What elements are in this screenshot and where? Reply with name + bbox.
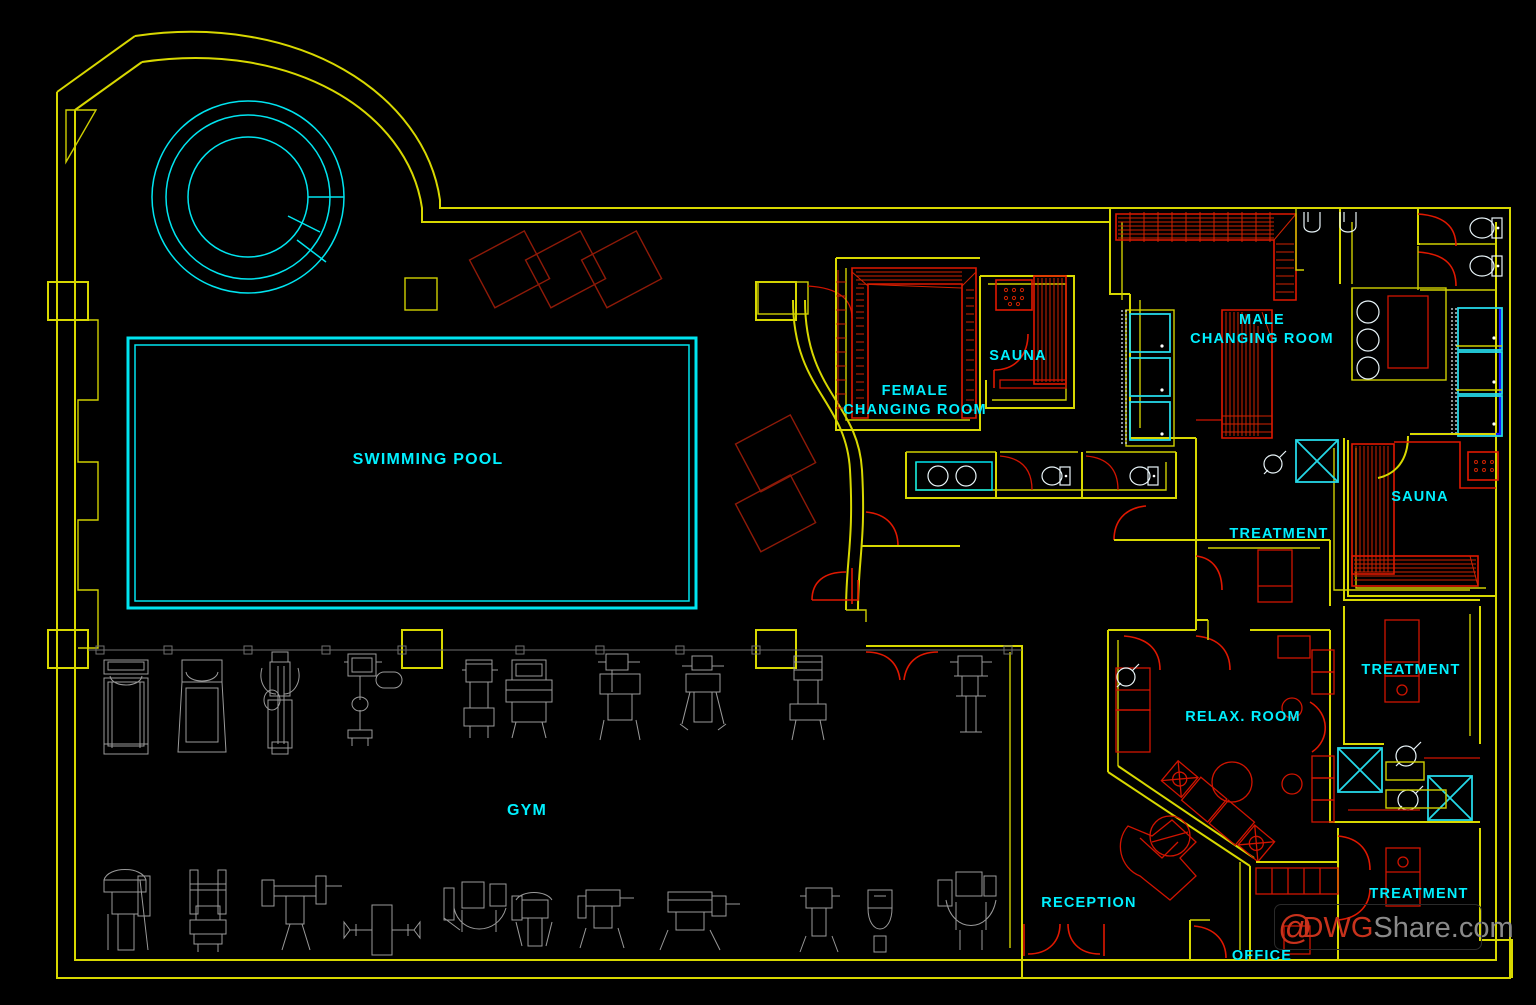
weight-machine-icon (598, 653, 641, 741)
treatment-upper-room (1195, 438, 1480, 640)
tap-icon (1116, 663, 1140, 688)
label-sauna-male: SAUNA (1391, 489, 1449, 505)
swimming-pool-basin (126, 336, 698, 610)
treadmill-icon (103, 659, 149, 755)
weight-machine-icon (577, 889, 634, 949)
sauna-male-room (1347, 433, 1499, 597)
label-male-changing-line1: MALE (1239, 312, 1285, 328)
label-relax-room: RELAX. ROOM (1185, 709, 1301, 725)
sauna-female-room (980, 275, 1075, 409)
relax-cabinets (1277, 635, 1335, 823)
building-outer-wall (56, 30, 1511, 979)
weight-machine-icon (505, 659, 553, 739)
gym-equipment-row-1 (88, 645, 1022, 755)
shower-tray-icon (1337, 747, 1383, 793)
locker-column-left (1121, 309, 1175, 447)
weight-machine-icon (950, 655, 992, 733)
weight-machine-icon (799, 887, 840, 953)
double-door-left (811, 568, 859, 604)
label-female-changing-line1: FEMALE (882, 383, 949, 399)
weight-machine-icon (937, 871, 997, 950)
label-gym: GYM (507, 802, 547, 819)
label-treatment-middle: TREATMENT (1361, 662, 1460, 678)
shower-tray-icon (1427, 775, 1473, 821)
relax-sofa-left (1115, 667, 1151, 753)
label-treatment-upper: TREATMENT (1229, 526, 1328, 542)
exercise-bike-icon (344, 653, 403, 746)
urinal-icons (1303, 212, 1357, 233)
shower-tray-icon (1295, 439, 1339, 483)
treatment-lower-room (1337, 828, 1513, 978)
weight-machine-icon (103, 869, 151, 951)
weight-machine-icon (659, 891, 740, 951)
circular-jacuzzi (151, 100, 345, 294)
label-treatment-lower: TREATMENT (1369, 886, 1468, 902)
treatment-middle-room (1343, 606, 1481, 745)
label-swimming-pool: SWIMMING POOL (353, 451, 504, 468)
weight-machine-icon (867, 889, 893, 953)
label-sauna-female: SAUNA (989, 348, 1047, 364)
weight-machine-icon (443, 881, 507, 932)
female-wc-block (862, 451, 1196, 547)
weight-machine-icon (189, 869, 227, 952)
washbasin-counter (1351, 287, 1447, 381)
pool-loungers-top (468, 230, 663, 309)
left-wall-steps (47, 277, 797, 669)
barbell-icon (343, 904, 421, 956)
label-office: OFFICE (1232, 948, 1292, 964)
weight-machine-icon (511, 892, 553, 947)
reception-counter (1255, 867, 1339, 895)
weight-machine-icon (679, 655, 727, 731)
tap-icon (1263, 450, 1287, 475)
treadmill-icon (177, 659, 227, 753)
relax-room (1107, 629, 1339, 960)
misc-partitions (1195, 539, 1331, 640)
reception-office-area (1021, 900, 1311, 978)
weight-machine-icon (789, 655, 827, 741)
pool-loungers-right (734, 414, 817, 553)
shower-basin-block (1329, 741, 1480, 823)
shower-cubicles-right (1410, 307, 1503, 437)
weight-machine-icon (261, 875, 342, 951)
label-female-changing-line2: CHANGING ROOM (843, 402, 987, 418)
male-changing-room (1109, 208, 1353, 538)
relax-loungers (1160, 759, 1276, 863)
reception-desk (1119, 815, 1197, 901)
curved-partition-wall (757, 281, 867, 622)
room-labels: SWIMMING POOL GYM FEMALE CHANGING ROOM M… (353, 312, 1468, 964)
toilet-icons (1469, 217, 1503, 277)
label-male-changing-line2: CHANGING ROOM (1190, 331, 1334, 347)
label-reception: RECEPTION (1041, 895, 1136, 911)
gym-equipment-row-2 (103, 869, 997, 956)
female-changing-room (835, 257, 981, 431)
cross-trainer-icon (260, 651, 300, 755)
male-wc-area (1295, 208, 1503, 437)
double-door-gym (865, 645, 1023, 960)
weight-machine-icon (462, 659, 498, 738)
